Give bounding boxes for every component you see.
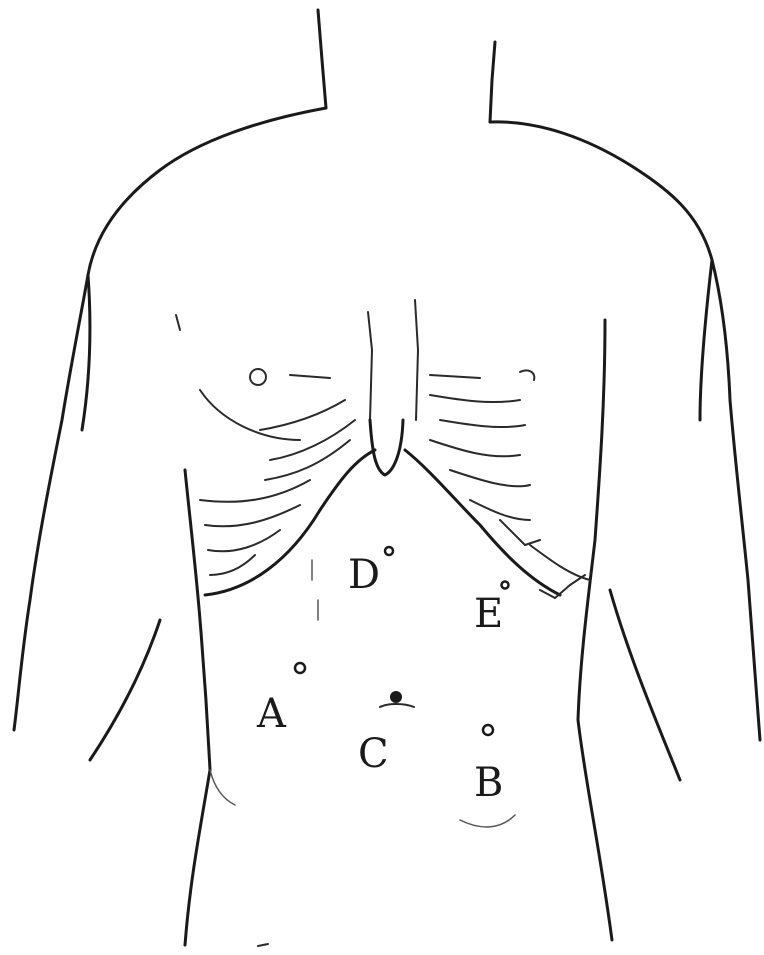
port-d-marker bbox=[385, 547, 393, 555]
port-b-marker bbox=[483, 725, 493, 735]
umbilicus-line bbox=[380, 704, 414, 707]
torso-outline bbox=[14, 108, 760, 945]
port-b: B bbox=[474, 725, 503, 806]
port-c-label: C bbox=[358, 731, 389, 777]
left-rib-cage bbox=[405, 375, 590, 598]
neck-outline bbox=[318, 10, 495, 122]
port-d-label: D bbox=[348, 552, 380, 598]
port-d: D bbox=[348, 547, 393, 598]
port-a-label: A bbox=[256, 691, 287, 737]
bottom-mark bbox=[258, 944, 268, 946]
port-c-marker bbox=[390, 691, 402, 703]
port-e: E bbox=[474, 582, 509, 638]
port-c: C bbox=[358, 691, 414, 777]
port-a-marker bbox=[295, 663, 305, 673]
port-b-label: B bbox=[474, 760, 503, 806]
right-nipple bbox=[250, 369, 266, 385]
port-e-marker bbox=[502, 582, 509, 589]
port-a: A bbox=[256, 663, 305, 737]
port-e-label: E bbox=[474, 591, 503, 637]
xiphoid-outline bbox=[370, 420, 403, 475]
midline-marks bbox=[312, 560, 318, 620]
